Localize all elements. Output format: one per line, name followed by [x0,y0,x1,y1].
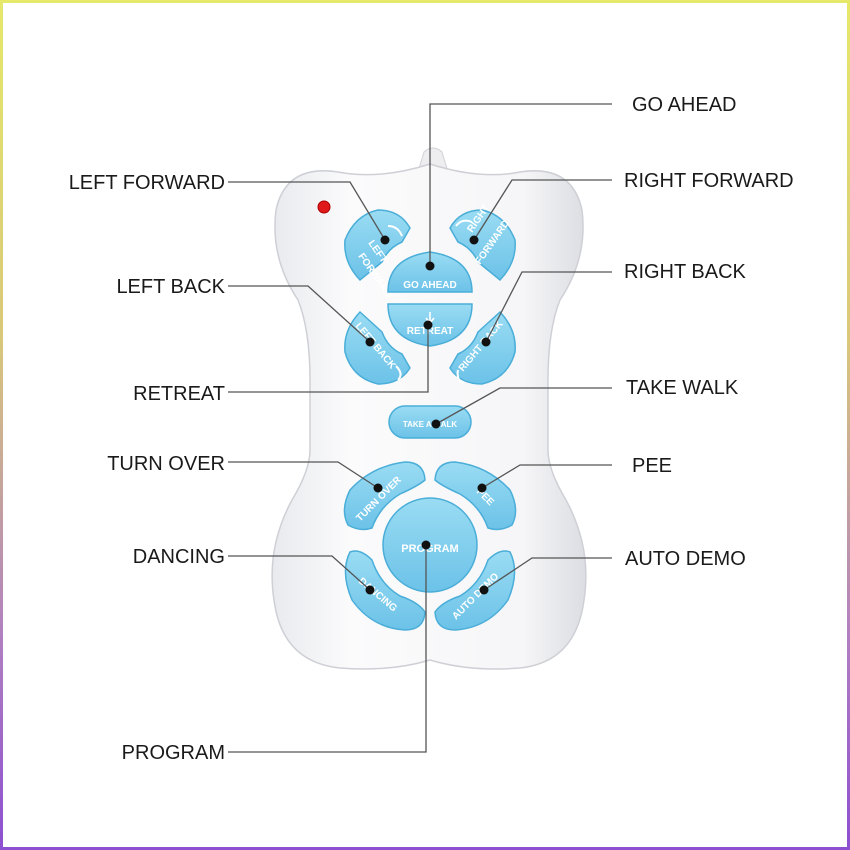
label-retreat: RETREAT [133,383,225,405]
leader-lines [228,103,612,753]
auto-demo-button[interactable] [434,550,516,631]
dot-left-forward [380,235,390,245]
pee-button[interactable] [434,461,517,531]
label-dancing: DANCING [133,546,225,568]
dot-auto-demo [479,585,489,595]
leader-go-ahead [429,103,612,266]
dot-turn-over [373,483,383,493]
program-button-label: PROGRAM [401,543,458,555]
dot-right-back [481,337,491,347]
leader-auto-demo [483,557,612,591]
right-forward-arrow-icon [455,219,473,227]
power-led [317,200,331,214]
label-take-walk: TAKE WALK [626,377,739,399]
dot-dancing [365,585,375,595]
label-left-forward: LEFT FORWARD [69,172,225,194]
label-pee: PEE [632,455,672,477]
label-turn-over: TURN OVER [107,453,225,475]
label-go-ahead: GO AHEAD [632,94,736,116]
leader-program [228,545,427,753]
leader-take-walk [435,387,612,425]
dot-retreat [423,320,433,330]
right-back-button[interactable] [449,310,516,385]
take-a-walk-button-label: TAKE A WALK [403,420,458,429]
dot-take-walk [431,419,441,429]
label-program: PROGRAM [122,742,225,764]
dot-go-ahead [425,261,435,271]
go-ahead-button-label: GO AHEAD [403,280,457,291]
leader-pee [481,464,612,489]
left-forward-arrow-icon [387,225,403,237]
right-back-arrow-icon [456,369,465,385]
dot-pee [477,483,487,493]
leader-left-back [228,285,371,343]
label-right-forward: RIGHT FORWARD [624,170,794,192]
leader-turn-over [228,461,379,489]
label-right-back: RIGHT BACK [624,261,747,283]
dancing-button[interactable] [344,550,426,631]
dot-program [421,540,431,550]
pointer-dots [365,235,491,595]
leader-right-back [485,271,612,343]
leader-left-forward [228,181,386,241]
leader-retreat [228,325,429,393]
right-forward-button[interactable] [449,209,516,282]
take-a-walk-button[interactable] [388,405,472,439]
label-auto-demo: AUTO DEMO [625,548,746,570]
label-left-back: LEFT BACK [116,276,225,298]
leader-dancing [228,555,371,591]
dot-left-back [365,337,375,347]
dot-right-forward [469,235,479,245]
left-back-arrow-icon [395,365,402,381]
left-back-button[interactable] [344,310,411,385]
retreat-button-label: RETREAT [407,326,453,337]
leader-right-forward [473,179,612,241]
